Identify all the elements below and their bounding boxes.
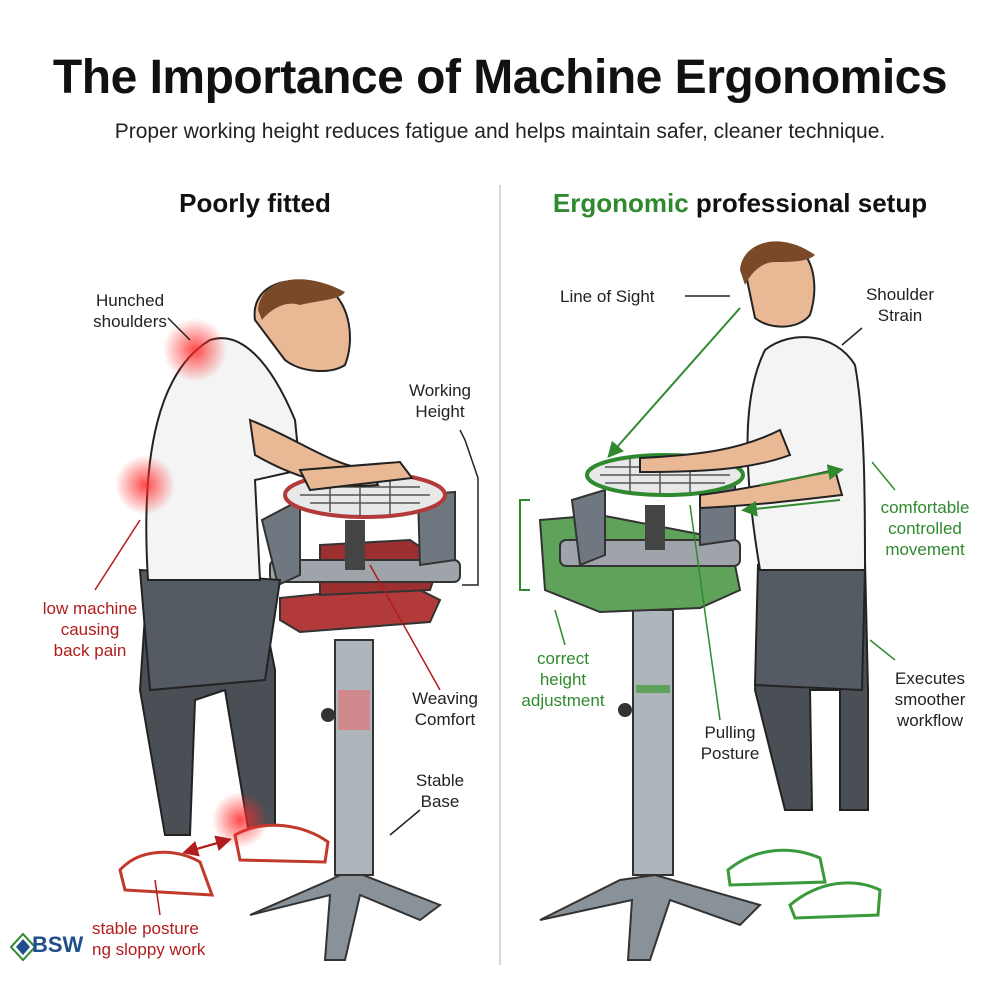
label-smoother-workflow: Executes smoother workflow: [894, 669, 966, 730]
left-person: [115, 279, 414, 897]
label-working-height: Working Height: [408, 381, 472, 421]
right-panel-heading: Ergonomic professional setup: [520, 188, 960, 219]
left-panel-heading: Poorly fitted: [179, 188, 331, 218]
left-machine: [249, 471, 461, 961]
label-shoulder-strain: Shoulder Strain: [865, 285, 935, 325]
right-person: [639, 241, 882, 920]
label-low-machine: low machine causing back pain: [42, 599, 138, 660]
bsw-logo: BSW: [8, 930, 88, 970]
label-pulling-posture: Pulling Posture: [700, 723, 760, 763]
label-correct-height: correct height adjustment: [521, 649, 605, 710]
right-machine: [538, 453, 762, 961]
label-weaving-comfort: Weaving Comfort: [412, 689, 478, 729]
page-title: The Importance of Machine Ergonomics: [52, 51, 948, 104]
label-line-of-sight: Line of Sight: [560, 287, 655, 306]
panel-divider: [499, 185, 501, 965]
page-subtitle: Proper working height reduces fatigue an…: [114, 120, 886, 143]
right-heading-accent: Ergonomic: [552, 188, 689, 218]
logo-mark-icon: [9, 932, 37, 962]
logo-text: BSW: [32, 932, 84, 957]
label-unstable-posture: stable posture ng sloppy work: [92, 919, 206, 959]
label-comfortable-movement: comfortable controlled movement: [880, 498, 970, 559]
right-heading-rest: professional setup: [688, 188, 928, 218]
label-hunched-shoulders: Hunched shoulders: [93, 291, 167, 331]
label-stable-base: Stable Base: [415, 771, 465, 811]
